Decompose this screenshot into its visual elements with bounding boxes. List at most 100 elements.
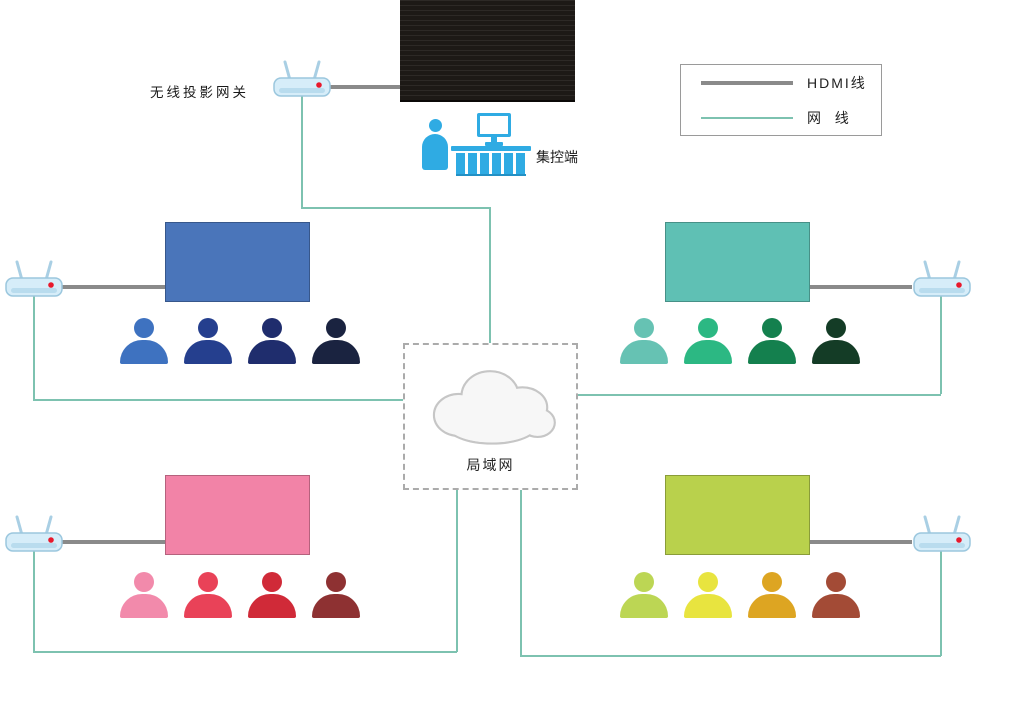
control-desk-icon — [451, 146, 531, 176]
room-blue-screen — [165, 222, 310, 302]
person-head — [698, 318, 718, 338]
gateway-router-icon — [273, 60, 331, 97]
net-line — [301, 207, 490, 209]
legend-net-label: 网 线 — [807, 109, 851, 126]
person-body — [312, 340, 360, 364]
person-icon — [620, 318, 668, 364]
person-body — [620, 340, 668, 364]
person-body — [248, 340, 296, 364]
person-icon — [312, 572, 360, 618]
person-icon — [748, 318, 796, 364]
person-icon — [184, 318, 232, 364]
lan-label: 局域网 — [466, 457, 515, 473]
person-body — [812, 594, 860, 618]
room-teal-screen — [665, 222, 810, 302]
desk-top — [451, 146, 531, 151]
person-head — [634, 572, 654, 592]
person-head — [262, 318, 282, 338]
hdmi-line — [62, 540, 165, 544]
control-terminal-label: 集控端 — [536, 149, 578, 165]
operator-person-icon — [421, 119, 449, 171]
person-head — [134, 318, 154, 338]
net-line — [489, 207, 491, 344]
person-icon — [184, 572, 232, 618]
monitor-stand — [491, 137, 497, 142]
monitor-base — [485, 142, 503, 146]
person-icon — [120, 318, 168, 364]
control-monitor-icon — [476, 113, 512, 146]
person-body — [812, 340, 860, 364]
legend: HDMI线 网 线 — [680, 64, 882, 136]
person-body — [684, 340, 732, 364]
person-body — [620, 594, 668, 618]
router-icon — [5, 515, 63, 552]
person-icon — [812, 572, 860, 618]
legend-row-net: 网 线 — [701, 108, 881, 128]
cloud-icon — [432, 370, 556, 445]
person-head — [326, 318, 346, 338]
room-green-people — [620, 572, 860, 618]
room-teal-people — [620, 318, 860, 364]
legend-hdmi-label: HDMI线 — [807, 74, 867, 91]
net-line — [520, 490, 522, 656]
net-line — [940, 551, 942, 656]
room-blue-people — [120, 318, 360, 364]
person-body — [184, 594, 232, 618]
person-head — [762, 572, 782, 592]
person-body — [748, 594, 796, 618]
person-head — [262, 572, 282, 592]
person-head — [762, 318, 782, 338]
person-head — [134, 572, 154, 592]
person-head — [198, 318, 218, 338]
person-head — [826, 572, 846, 592]
person-icon — [748, 572, 796, 618]
person-body — [120, 340, 168, 364]
router-icon — [5, 260, 63, 297]
room-pink-screen — [165, 475, 310, 555]
hdmi-line-sample — [701, 80, 793, 85]
person-icon — [684, 318, 732, 364]
net-line — [578, 394, 941, 396]
net-line — [456, 490, 458, 652]
legend-row-hdmi: HDMI线 — [701, 73, 881, 93]
person-icon — [620, 572, 668, 618]
person-body — [120, 594, 168, 618]
net-line — [940, 296, 942, 394]
net-line — [33, 651, 457, 653]
person-head — [634, 318, 654, 338]
operator-body — [422, 134, 448, 170]
person-icon — [248, 318, 296, 364]
person-body — [312, 594, 360, 618]
desk-body — [456, 153, 526, 176]
gateway-label: 无线投影网关 — [150, 85, 249, 100]
person-icon — [684, 572, 732, 618]
person-icon — [312, 318, 360, 364]
person-head — [326, 572, 346, 592]
room-green-screen — [665, 475, 810, 555]
person-body — [184, 340, 232, 364]
person-head — [826, 318, 846, 338]
hdmi-line — [330, 85, 400, 89]
person-head — [698, 572, 718, 592]
operator-head — [428, 119, 442, 132]
router-icon — [913, 260, 971, 297]
person-body — [684, 594, 732, 618]
lan-cloud-box: 局域网 — [403, 343, 578, 490]
hdmi-line — [810, 285, 912, 289]
monitor-screen — [477, 113, 511, 137]
person-head — [198, 572, 218, 592]
net-line — [33, 296, 35, 400]
net-line — [301, 96, 303, 207]
main-display-screen — [400, 0, 575, 102]
person-icon — [248, 572, 296, 618]
net-line — [520, 655, 941, 657]
net-line — [33, 399, 403, 401]
person-body — [748, 340, 796, 364]
room-pink-people — [120, 572, 360, 618]
person-icon — [812, 318, 860, 364]
router-icon — [913, 515, 971, 552]
net-line-sample — [701, 116, 793, 119]
net-line — [33, 551, 35, 652]
hdmi-line — [810, 540, 912, 544]
